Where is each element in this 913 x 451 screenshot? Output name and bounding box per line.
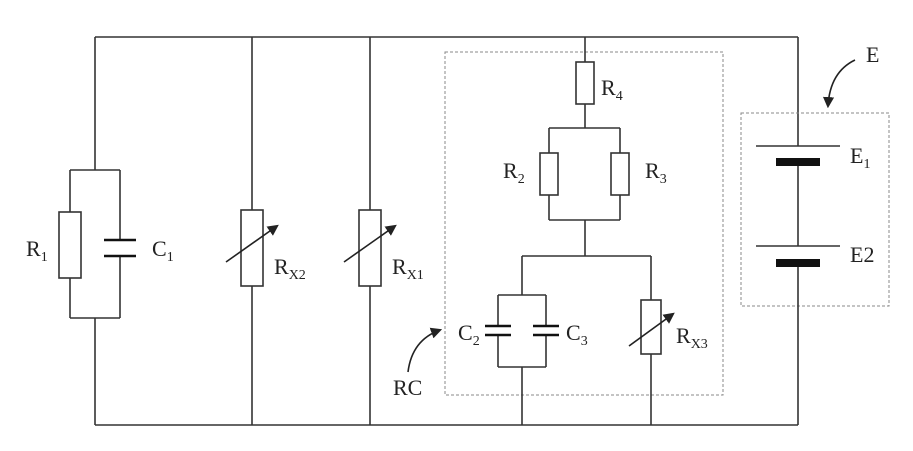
label-r3: R3 bbox=[645, 158, 667, 187]
label-r2: R2 bbox=[503, 158, 525, 187]
label-e1: E1 bbox=[850, 143, 870, 172]
label-r1: R1 bbox=[26, 236, 48, 265]
rc-pointer-arrow bbox=[408, 330, 440, 372]
label-c1: C1 bbox=[152, 236, 174, 265]
resistor-r2 bbox=[540, 153, 558, 195]
r1-c1-branch bbox=[59, 37, 136, 425]
label-c3: C3 bbox=[566, 320, 588, 349]
label-e: E bbox=[866, 42, 879, 67]
label-rc: RC bbox=[393, 375, 422, 400]
battery-branch bbox=[741, 37, 889, 425]
variable-resistor-rx2 bbox=[241, 210, 263, 286]
resistor-r1 bbox=[59, 212, 81, 278]
label-rx3: RX3 bbox=[676, 323, 708, 352]
label-r4: R4 bbox=[601, 75, 623, 104]
rx2-branch bbox=[226, 37, 277, 425]
resistor-r3 bbox=[611, 153, 629, 195]
label-rx2: RX2 bbox=[274, 254, 306, 283]
resistor-r4 bbox=[576, 62, 594, 104]
label-rx1: RX1 bbox=[392, 254, 424, 283]
e-pointer-arrow bbox=[828, 60, 855, 106]
label-e2: E2 bbox=[850, 242, 874, 267]
variable-resistor-rx3 bbox=[641, 300, 661, 354]
battery-dashed-boundary bbox=[741, 113, 889, 306]
variable-resistor-rx1 bbox=[359, 210, 381, 286]
rx1-branch bbox=[344, 37, 395, 425]
rc-network bbox=[445, 37, 723, 425]
label-c2: C2 bbox=[458, 320, 480, 349]
